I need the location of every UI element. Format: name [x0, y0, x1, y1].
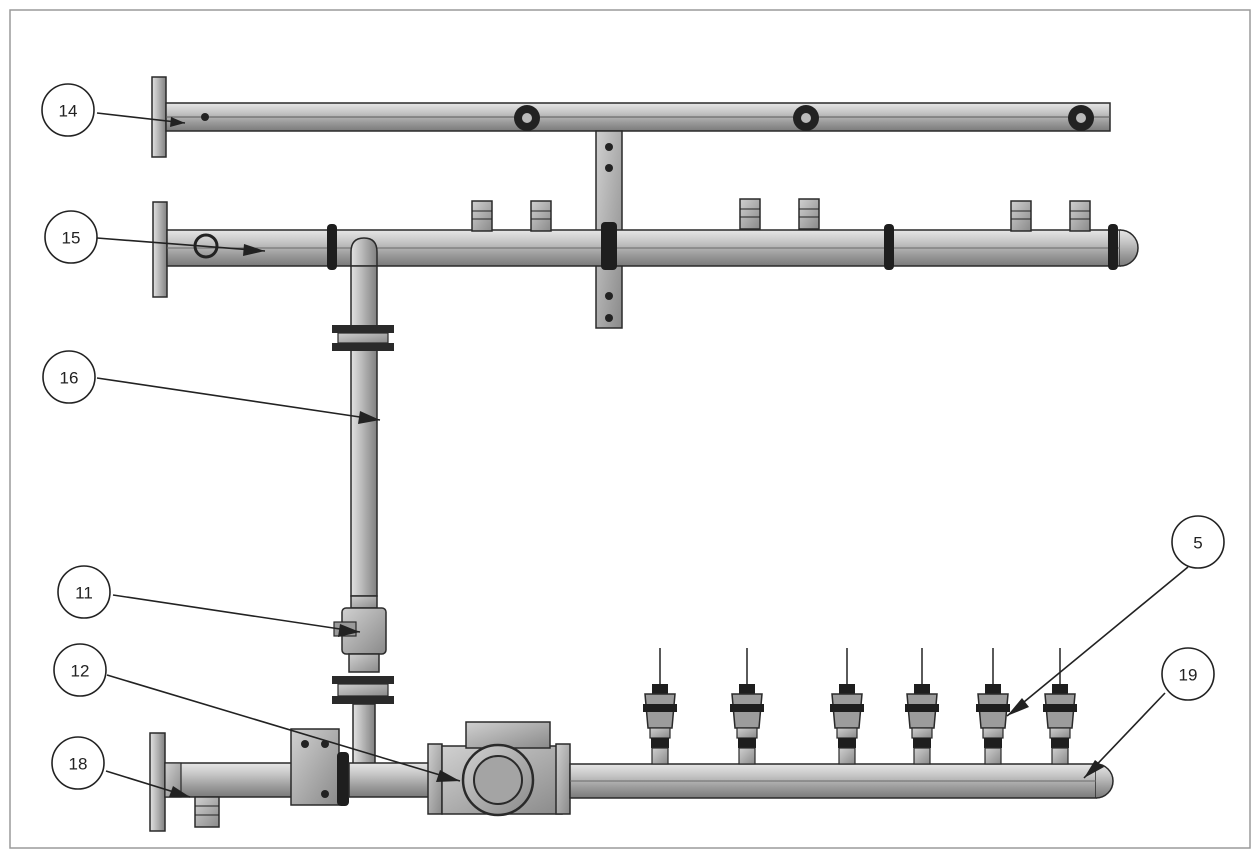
callout-12: 12: [53, 643, 107, 697]
thermostatic-valve: [1043, 648, 1077, 765]
bottom-manifold: [149, 721, 1114, 832]
callout-5: 5: [1171, 515, 1225, 569]
fitting: [471, 198, 1091, 232]
thermostatic-valve: [830, 648, 864, 765]
thermostatic-valve: [643, 648, 677, 765]
thermostatic-valve: [730, 648, 764, 765]
vertical-pipe: [332, 237, 394, 765]
callout-11: 11: [57, 565, 111, 619]
svg-text:18: 18: [69, 755, 88, 774]
callout-15: 15: [44, 210, 98, 264]
callout-18: 18: [51, 736, 105, 790]
svg-text:14: 14: [59, 102, 78, 121]
svg-text:5: 5: [1193, 534, 1202, 553]
callout-19: 19: [1161, 647, 1215, 701]
svg-text:19: 19: [1179, 666, 1198, 685]
top-manifold: [151, 76, 1111, 158]
thermostatic-valve: [976, 648, 1010, 765]
svg-text:16: 16: [60, 369, 79, 388]
svg-text:15: 15: [62, 229, 81, 248]
thermostatic-valve: [905, 648, 939, 765]
middle-manifold: [152, 198, 1139, 298]
callout-14: 14: [41, 83, 95, 137]
valve-group: [643, 648, 1077, 765]
leader-lines: [96, 112, 1189, 798]
drawing-border: [9, 9, 1251, 849]
svg-text:12: 12: [71, 662, 90, 681]
svg-text:11: 11: [75, 584, 93, 603]
callout-16: 16: [42, 350, 96, 404]
